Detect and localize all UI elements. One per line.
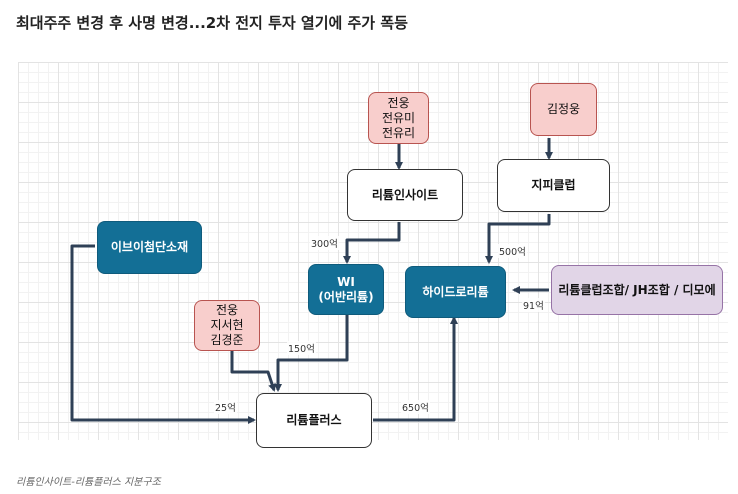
edge-label-plus-to-hydro: 650억 — [401, 400, 430, 414]
edge-label-club-to-hydro: 91억 — [522, 298, 545, 312]
node-hydro-lithium-label: 하이드로리튬 — [422, 284, 489, 299]
edge-shareholders-bottom-to-plus — [230, 351, 276, 392]
node-lithium-insight: 리튬인사이트 — [347, 169, 463, 221]
article-heading: 최대주주 변경 후 사명 변경...2차 전지 투자 열기에 주가 폭등 — [16, 14, 408, 32]
node-lithium-plus-label: 리튬플러스 — [286, 413, 342, 427]
node-kim-jungwoong: 김정웅 — [530, 83, 597, 136]
edge-jipi-to-hydro — [485, 214, 551, 264]
ownership-diagram: 전웅 전유미 전유리 리튬인사이트 김정웅 지피클럽 이브이첨단소재 WI (어… — [18, 62, 728, 448]
node-hydro-lithium: 하이드로리튬 — [405, 266, 506, 318]
node-lithium-insight-label: 리튬인사이트 — [371, 187, 439, 202]
node-shareholders-bottom: 전웅 지서현 김경준 — [194, 300, 260, 351]
edge-label-jipi-to-hydro: 500억 — [498, 244, 527, 258]
node-lithium-plus: 리튬플러스 — [256, 393, 372, 448]
node-shareholders-top: 전웅 전유미 전유리 — [368, 92, 429, 144]
node-shareholders-bottom-label: 전웅 지서현 김경준 — [210, 303, 244, 347]
node-shareholders-top-label: 전웅 전유미 전유리 — [381, 95, 416, 140]
node-jipi-club: 지피클럽 — [497, 159, 610, 212]
node-jipi-club-label: 지피클럽 — [531, 178, 576, 192]
node-wi: WI (어반리튬) — [308, 264, 384, 315]
edge-ivy-to-plus — [70, 244, 256, 424]
edge-plus-to-hydro — [373, 316, 458, 422]
edge-label-insight-to-wi: 300억 — [310, 236, 339, 250]
connector-layer — [70, 138, 553, 424]
edge-insight-to-wi — [343, 222, 401, 264]
edge-label-wi-to-plus: 150억 — [287, 341, 316, 355]
node-ivy-advanced-label: 이브이첨단소재 — [110, 240, 189, 254]
figure-caption: 리튬인사이트-리튬플러스 지분구조 — [16, 477, 161, 488]
edge-wi-to-plus — [274, 315, 349, 392]
node-kim-jungwoong-label: 김정웅 — [546, 102, 581, 116]
node-wi-label: WI (어반리튬) — [318, 274, 374, 304]
node-ivy-advanced: 이브이첨단소재 — [97, 221, 202, 274]
node-lithium-club-group-label: 리튬클럽조합/ JH조합 / 디모에 — [558, 282, 716, 297]
edge-label-ivy-to-plus: 25억 — [214, 400, 237, 414]
node-lithium-club-group: 리튬클럽조합/ JH조합 / 디모에 — [551, 265, 723, 315]
